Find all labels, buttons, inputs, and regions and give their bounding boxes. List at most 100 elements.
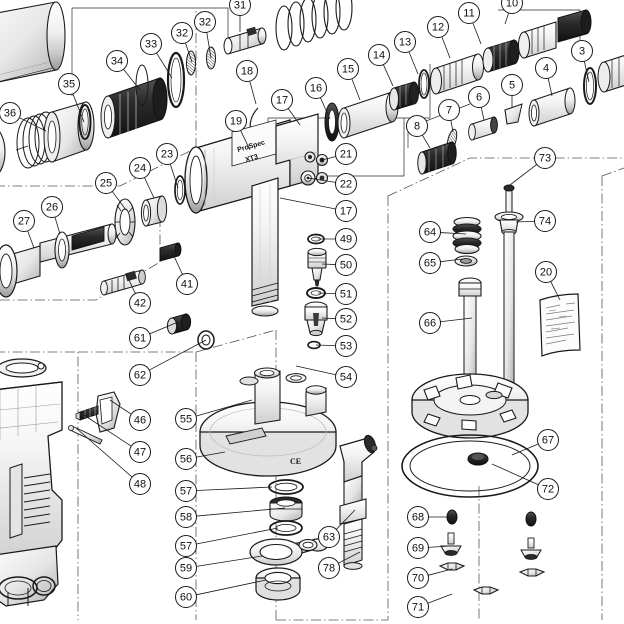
callout-54[interactable]: 54 (295, 365, 357, 388)
callout-57[interactable]: 57 (175, 527, 279, 557)
callout-69[interactable]: 69 (407, 537, 451, 559)
callout-16[interactable]: 16 (305, 77, 331, 120)
callout-32[interactable]: 32 (194, 11, 216, 59)
callout-8[interactable]: 8 (406, 115, 431, 149)
callout-bubble[interactable] (175, 586, 197, 608)
callout-57[interactable]: 57 (175, 480, 273, 502)
callout-bubble[interactable] (407, 537, 429, 559)
callout-48[interactable]: 48 (75, 427, 151, 495)
callout-bubble[interactable] (41, 196, 63, 218)
callout-41[interactable]: 41 (171, 251, 198, 295)
callout-bubble[interactable] (175, 408, 197, 430)
callout-65[interactable]: 65 (419, 252, 463, 274)
callout-bubble[interactable] (318, 526, 340, 548)
callout-24[interactable]: 24 (129, 157, 155, 199)
callout-bubble[interactable] (419, 312, 441, 334)
callout-bubble[interactable] (468, 86, 490, 108)
callout-56[interactable]: 56 (175, 448, 226, 470)
callout-bubble[interactable] (225, 110, 247, 132)
callout-17[interactable]: 17 (271, 89, 301, 126)
callout-58[interactable]: 58 (175, 506, 286, 528)
callout-42[interactable]: 42 (125, 273, 151, 314)
callout-13[interactable]: 13 (394, 31, 419, 75)
callout-25[interactable]: 25 (95, 172, 127, 211)
callout-7[interactable]: 7 (438, 99, 460, 133)
callout-bubble[interactable] (438, 99, 460, 121)
callout-26[interactable]: 26 (41, 196, 63, 235)
callout-bubble[interactable] (537, 478, 559, 500)
callout-bubble[interactable] (335, 254, 357, 276)
callout-bubble[interactable] (501, 0, 523, 14)
callout-35[interactable]: 35 (58, 73, 85, 123)
callout-72[interactable]: 72 (491, 463, 559, 500)
callout-46[interactable]: 46 (109, 399, 151, 431)
callout-bubble[interactable] (129, 327, 151, 349)
callout-4[interactable]: 4 (535, 57, 557, 97)
callout-70[interactable]: 70 (407, 567, 453, 589)
callout-21[interactable]: 21 (321, 143, 357, 165)
callout-bubble[interactable] (419, 252, 441, 274)
callout-62[interactable]: 62 (129, 339, 207, 386)
callout-34[interactable]: 34 (106, 50, 141, 91)
callout-bubble[interactable] (335, 228, 357, 250)
callout-bubble[interactable] (501, 74, 523, 96)
callout-bubble[interactable] (95, 172, 117, 194)
callout-19[interactable]: 19 (225, 110, 251, 151)
callout-3[interactable]: 3 (571, 40, 593, 83)
callout-bubble[interactable] (175, 448, 197, 470)
callout-33[interactable]: 33 (140, 33, 173, 79)
callout-59[interactable]: 59 (175, 555, 263, 579)
callout-bubble[interactable] (335, 143, 357, 165)
callout-68[interactable]: 68 (407, 506, 453, 528)
callout-bubble[interactable] (229, 0, 251, 16)
callout-bubble[interactable] (156, 143, 178, 165)
callout-bubble[interactable] (458, 2, 480, 24)
callout-bubble[interactable] (537, 429, 559, 451)
callout-bubble[interactable] (171, 22, 193, 44)
callout-bubble[interactable] (335, 283, 357, 305)
callout-27[interactable]: 27 (13, 210, 35, 249)
callout-22[interactable]: 22 (307, 173, 357, 195)
callout-bubble[interactable] (175, 506, 197, 528)
callout-bubble[interactable] (534, 210, 556, 232)
callout-63[interactable]: 63 (318, 509, 356, 548)
callout-bubble[interactable] (129, 157, 151, 179)
callout-49[interactable]: 49 (318, 228, 357, 250)
callout-67[interactable]: 67 (511, 429, 559, 456)
callout-bubble[interactable] (129, 292, 151, 314)
callout-bubble[interactable] (427, 16, 449, 38)
callout-bubble[interactable] (335, 308, 357, 330)
callout-bubble[interactable] (271, 89, 293, 111)
callout-50[interactable]: 50 (321, 254, 357, 276)
callout-73[interactable]: 73 (509, 147, 556, 186)
callout-10[interactable]: 10 (501, 0, 523, 25)
callout-66[interactable]: 66 (419, 312, 473, 334)
callout-bubble[interactable] (535, 57, 557, 79)
callout-bubble[interactable] (305, 77, 327, 99)
callout-51[interactable]: 51 (317, 283, 357, 305)
callout-bubble[interactable] (106, 50, 128, 72)
callout-74[interactable]: 74 (515, 210, 556, 232)
callout-bubble[interactable] (407, 596, 429, 618)
callout-14[interactable]: 14 (368, 44, 394, 87)
callout-bubble[interactable] (175, 557, 197, 579)
callout-5[interactable]: 5 (501, 74, 523, 109)
callout-bubble[interactable] (140, 33, 162, 55)
callout-bubble[interactable] (419, 221, 441, 243)
callout-36[interactable]: 36 (0, 102, 47, 132)
callout-bubble[interactable] (407, 506, 429, 528)
callout-18[interactable]: 18 (236, 60, 258, 105)
callout-bubble[interactable] (129, 364, 151, 386)
callout-bubble[interactable] (335, 335, 357, 357)
callout-bubble[interactable] (0, 102, 21, 124)
callout-bubble[interactable] (13, 210, 35, 232)
callout-bubble[interactable] (129, 441, 151, 463)
callout-6[interactable]: 6 (468, 86, 490, 121)
callout-bubble[interactable] (335, 200, 357, 222)
callout-23[interactable]: 23 (156, 143, 179, 189)
callout-20[interactable]: 20 (535, 261, 561, 301)
callout-78[interactable]: 78 (318, 551, 361, 579)
callout-61[interactable]: 61 (129, 321, 179, 349)
callout-11[interactable]: 11 (458, 2, 482, 45)
callout-bubble[interactable] (194, 11, 216, 33)
